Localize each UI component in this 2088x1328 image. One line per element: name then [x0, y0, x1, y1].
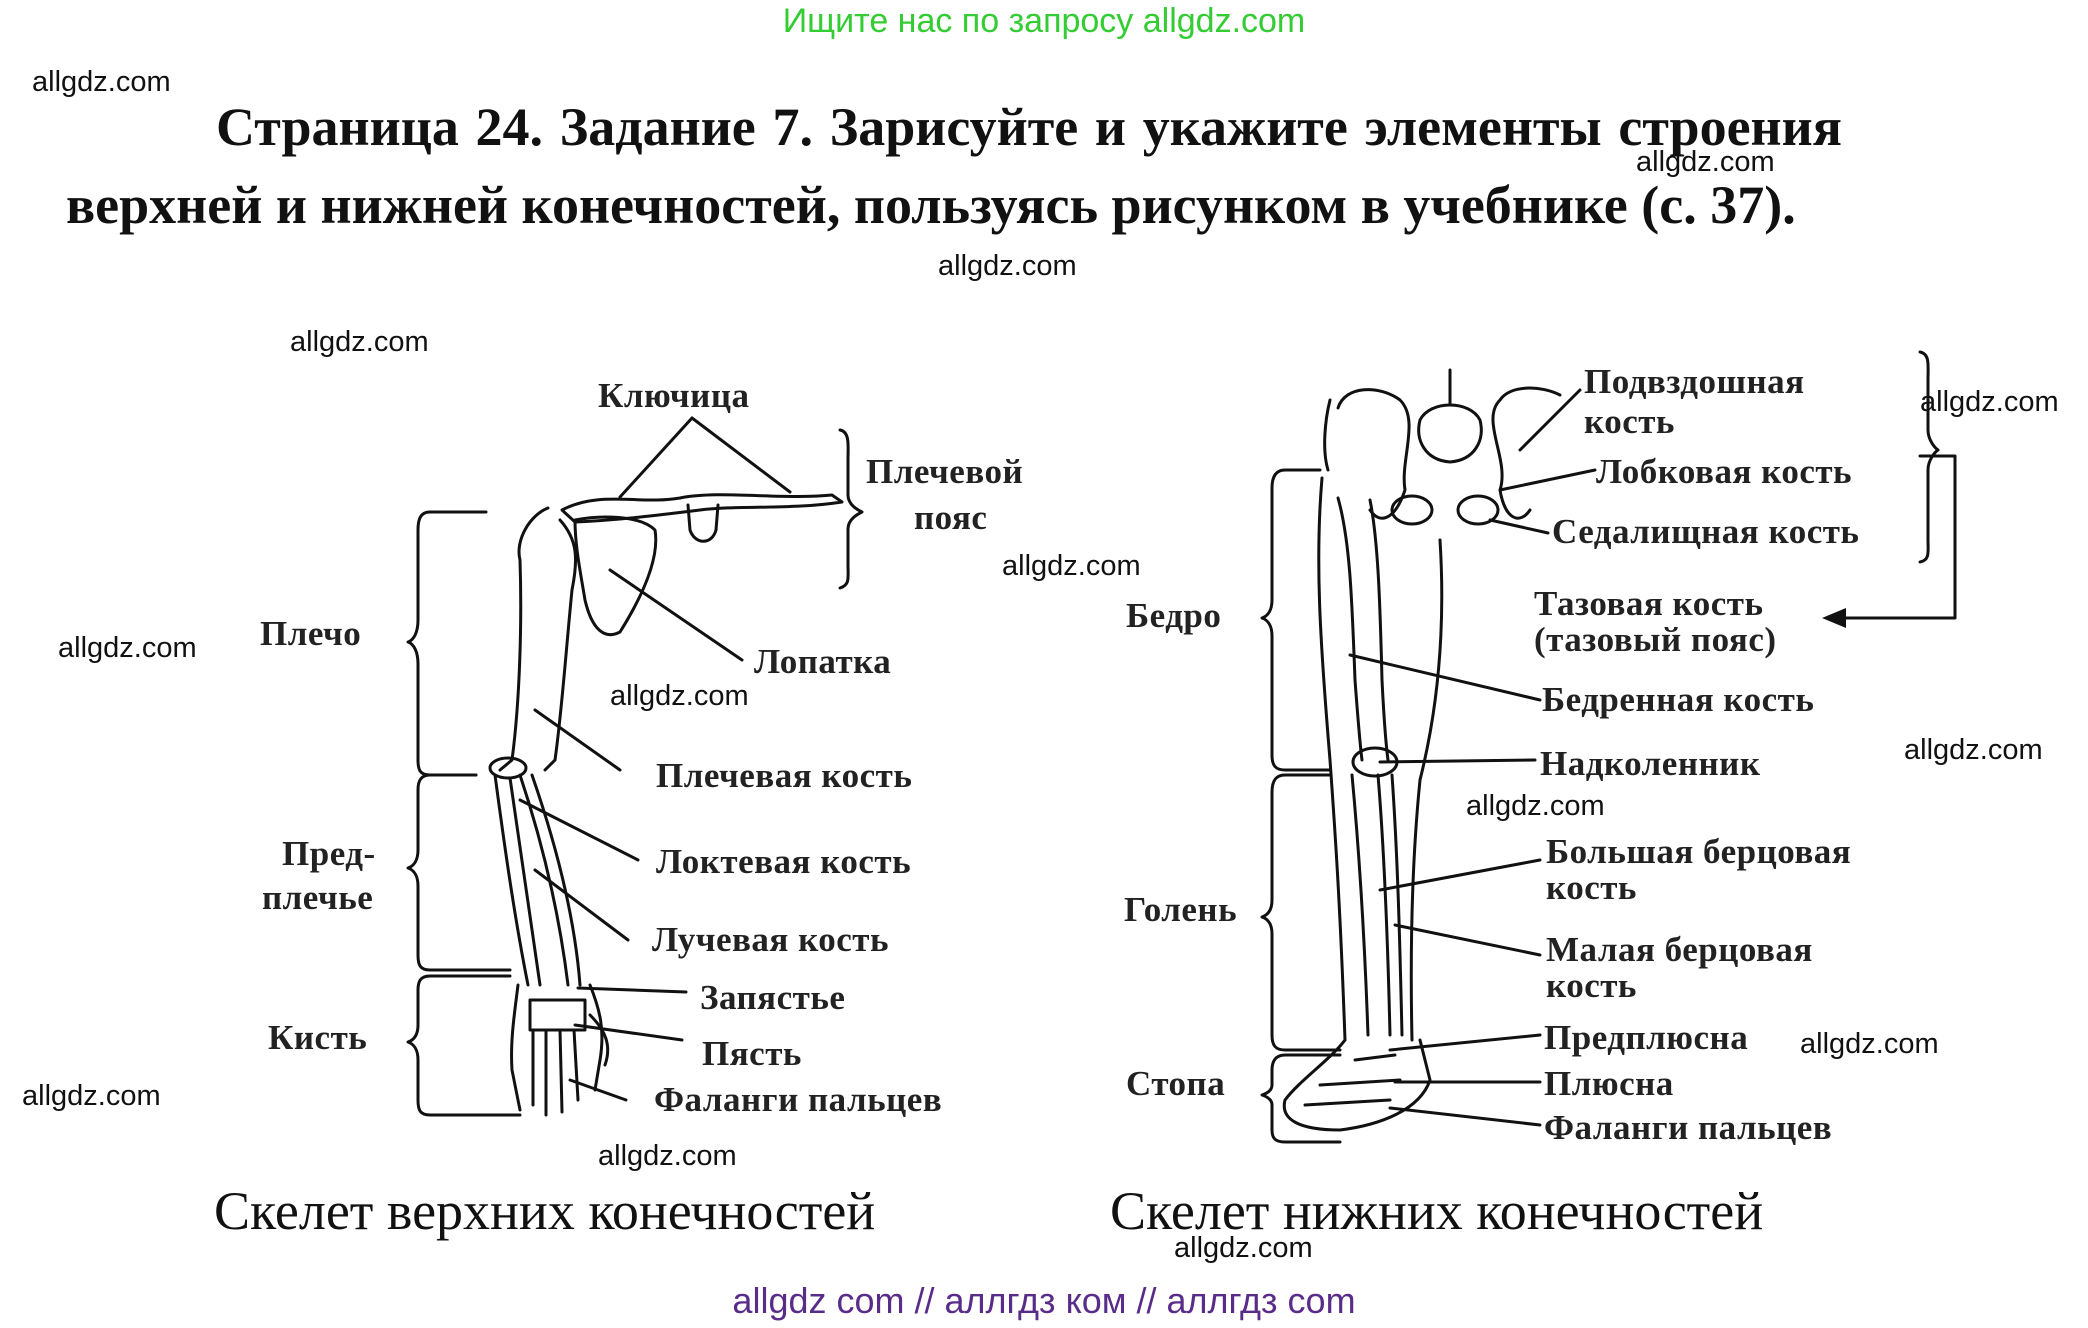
- brace-shoulder: [406, 510, 488, 777]
- label-plechevoy-poyas: Плечевой: [866, 452, 1024, 491]
- label-zapyastye: Запястье: [700, 978, 846, 1017]
- femur-shape: [1336, 496, 1390, 762]
- hand-outline: [510, 983, 604, 1112]
- label-klyuchitsa: Ключица: [598, 376, 750, 415]
- leader-carpus: [576, 986, 688, 994]
- tibia-shape: [1350, 773, 1392, 1037]
- leader-femur: [1348, 653, 1542, 702]
- caption-lower: Скелет нижних конечностей: [1110, 1181, 1764, 1241]
- brace-forearm: [406, 773, 512, 972]
- label-tazovaya-1: Тазовая кость: [1534, 584, 1764, 623]
- brace-pelvic-girdle: [1918, 350, 1940, 564]
- task-text: Страница 24. Задание 7. Зарисуйте и укаж…: [66, 97, 1842, 235]
- watermark: allgdz.com: [1636, 146, 1775, 178]
- leader-pubis: [1498, 468, 1597, 492]
- pelvis-arrow-line: [1838, 454, 1957, 620]
- label-bedro: Бедро: [1126, 596, 1222, 635]
- leader-scapula: [608, 568, 744, 662]
- watermark: allgdz.com: [1174, 1232, 1313, 1264]
- label-falangi-stopy: Фаланги пальцев: [1544, 1108, 1833, 1147]
- label-malaya-1: Малая берцовая: [1546, 930, 1813, 969]
- brace-shin: [1260, 773, 1342, 1052]
- label-malaya-2: кость: [1546, 966, 1637, 1005]
- label-golen: Голень: [1124, 890, 1238, 929]
- ulna-shape: [493, 773, 542, 987]
- leader-fibula: [1393, 923, 1542, 957]
- scapula-shape: [573, 515, 658, 637]
- watermark: allgdz.com: [938, 250, 1077, 282]
- watermark: allgdz.com: [22, 1080, 161, 1112]
- pelvis-left: [1336, 388, 1411, 520]
- sacrum: [1417, 403, 1483, 464]
- clavicle-shape: [560, 493, 844, 524]
- leader-ulna: [518, 798, 640, 862]
- leader-metacarpus: [573, 1023, 684, 1042]
- bottom-banner: allgdz com // аллгдз ком // аллгдз com: [732, 1280, 1356, 1321]
- label-podvzdoshnaya-2: кость: [1584, 402, 1675, 441]
- label-plechevaya-kost: Плечевая кость: [656, 756, 913, 795]
- watermark: allgdz.com: [290, 326, 429, 358]
- watermark: allgdz.com: [1904, 734, 2043, 766]
- fibula-shape: [1390, 773, 1404, 1037]
- label-predplyusna: Предплюсна: [1544, 1018, 1749, 1057]
- label-lobkovaya: Лобковая кость: [1596, 452, 1853, 491]
- label-bolshaya-1: Большая берцовая: [1546, 832, 1852, 871]
- leader-ischium: [1488, 518, 1550, 535]
- top-banner: Ищите нас по запросу allgdz.com: [782, 2, 1306, 40]
- caption-upper: Скелет верхних конечностей: [214, 1181, 876, 1241]
- pelvis-right: [1491, 386, 1562, 520]
- brace-shoulder-girdle: [838, 428, 864, 590]
- label-falangi-kisti: Фаланги пальцев: [654, 1080, 943, 1119]
- brace-hand: [406, 974, 522, 1117]
- label-lopatka: Лопатка: [754, 642, 892, 681]
- watermark: allgdz.com: [1002, 550, 1141, 582]
- leader-tarsus: [1388, 1033, 1542, 1052]
- humerus-shape: [498, 506, 578, 772]
- leader-clavicle: [618, 416, 792, 499]
- label-predplechye-2: плечье: [262, 878, 374, 917]
- label-plechevoy-poyas-2: пояс: [914, 498, 988, 537]
- label-bedrennaya: Бедренная кость: [1542, 680, 1815, 719]
- leader-tibia: [1378, 858, 1542, 892]
- pelvis-arrow-head: [1822, 608, 1846, 628]
- label-bolshaya-2: кость: [1546, 868, 1637, 907]
- leader-radius: [533, 868, 630, 942]
- label-plecho: Плечо: [260, 614, 362, 653]
- brace-foot: [1260, 1053, 1342, 1144]
- watermark: allgdz.com: [598, 1140, 737, 1172]
- watermark: allgdz.com: [1800, 1028, 1939, 1060]
- label-podvzdoshnaya-1: Подвздошная: [1584, 362, 1805, 401]
- watermark: allgdz.com: [32, 66, 171, 98]
- watermark: allgdz.com: [610, 680, 749, 712]
- label-kist: Кисть: [268, 1018, 368, 1057]
- radius-shape: [518, 773, 582, 987]
- label-predplechye-1: Пред-: [282, 834, 376, 873]
- watermark: allgdz.com: [58, 632, 197, 664]
- leader-phalanges: [568, 1078, 628, 1102]
- label-loktevaya-kost: Локтевая кость: [656, 842, 912, 881]
- leader-humerus: [533, 708, 622, 772]
- label-sedalishchnaya: Седалищная кость: [1552, 512, 1860, 551]
- leader-patella: [1378, 758, 1537, 764]
- label-stopa: Стопа: [1126, 1064, 1226, 1103]
- label-tazovaya-2: (тазовый пояс): [1534, 620, 1777, 659]
- watermark: allgdz.com: [1466, 790, 1605, 822]
- watermark: allgdz.com: [1920, 386, 2059, 418]
- leader-ilium: [1518, 388, 1582, 452]
- label-nadkolennik: Надколенник: [1540, 744, 1761, 783]
- brace-thigh: [1260, 468, 1332, 772]
- label-pyast: Пясть: [702, 1034, 802, 1073]
- label-luchevaya-kost: Лучевая кость: [652, 920, 890, 959]
- leader-phalanges-foot: [1388, 1106, 1542, 1127]
- label-plyusna: Плюсна: [1544, 1064, 1674, 1103]
